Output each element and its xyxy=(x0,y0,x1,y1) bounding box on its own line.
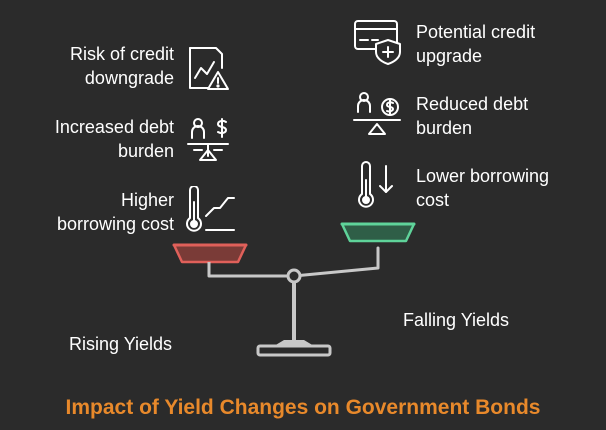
left-item-3-line-1: Higher xyxy=(120,190,174,210)
left-item-credit-downgrade: Risk of credit downgrade xyxy=(70,42,174,90)
right-item-credit-upgrade: Potential credit upgrade xyxy=(416,20,535,68)
rising-yields-pan xyxy=(172,243,248,264)
left-item-debt-burden: Increased debt burden xyxy=(55,115,174,163)
right-item-2-line-2: burden xyxy=(416,118,473,138)
person-scale-dollar-icon xyxy=(184,116,234,164)
right-item-3-line-1: Lower borrowing xyxy=(416,166,550,186)
right-item-1-line-2: upgrade xyxy=(416,46,483,66)
left-item-borrowing-cost: Higher borrowing cost xyxy=(57,188,174,236)
credit-card-shield-icon xyxy=(352,18,404,66)
diagram-title: Impact of Yield Changes on Government Bo… xyxy=(65,396,541,419)
right-item-3-line-2: cost xyxy=(416,190,450,210)
scale-pivot xyxy=(286,268,302,284)
scale-base xyxy=(256,344,332,357)
thermometer-rising-icon xyxy=(184,186,236,236)
chart-warning-icon xyxy=(184,44,232,92)
thermometer-down-icon xyxy=(354,160,398,212)
left-item-1-line-2: downgrade xyxy=(84,68,174,88)
right-item-reduced-debt: Reduced debt burden xyxy=(416,92,528,140)
left-item-3-line-2: borrowing cost xyxy=(56,214,174,234)
rising-yields-label: Rising Yields xyxy=(69,334,173,354)
left-item-2-line-1: Increased debt xyxy=(54,117,174,137)
right-item-2-line-1: Reduced debt xyxy=(416,94,529,114)
right-item-1-line-1: Potential credit xyxy=(416,22,536,42)
falling-yields-label: Falling Yields xyxy=(403,310,510,330)
right-item-lower-borrowing: Lower borrowing cost xyxy=(416,164,549,212)
left-item-2-line-2: burden xyxy=(117,141,174,161)
left-item-1-line-1: Risk of credit xyxy=(69,44,174,64)
falling-yields-pan xyxy=(340,222,416,243)
person-dollar-scale-icon xyxy=(352,90,404,138)
